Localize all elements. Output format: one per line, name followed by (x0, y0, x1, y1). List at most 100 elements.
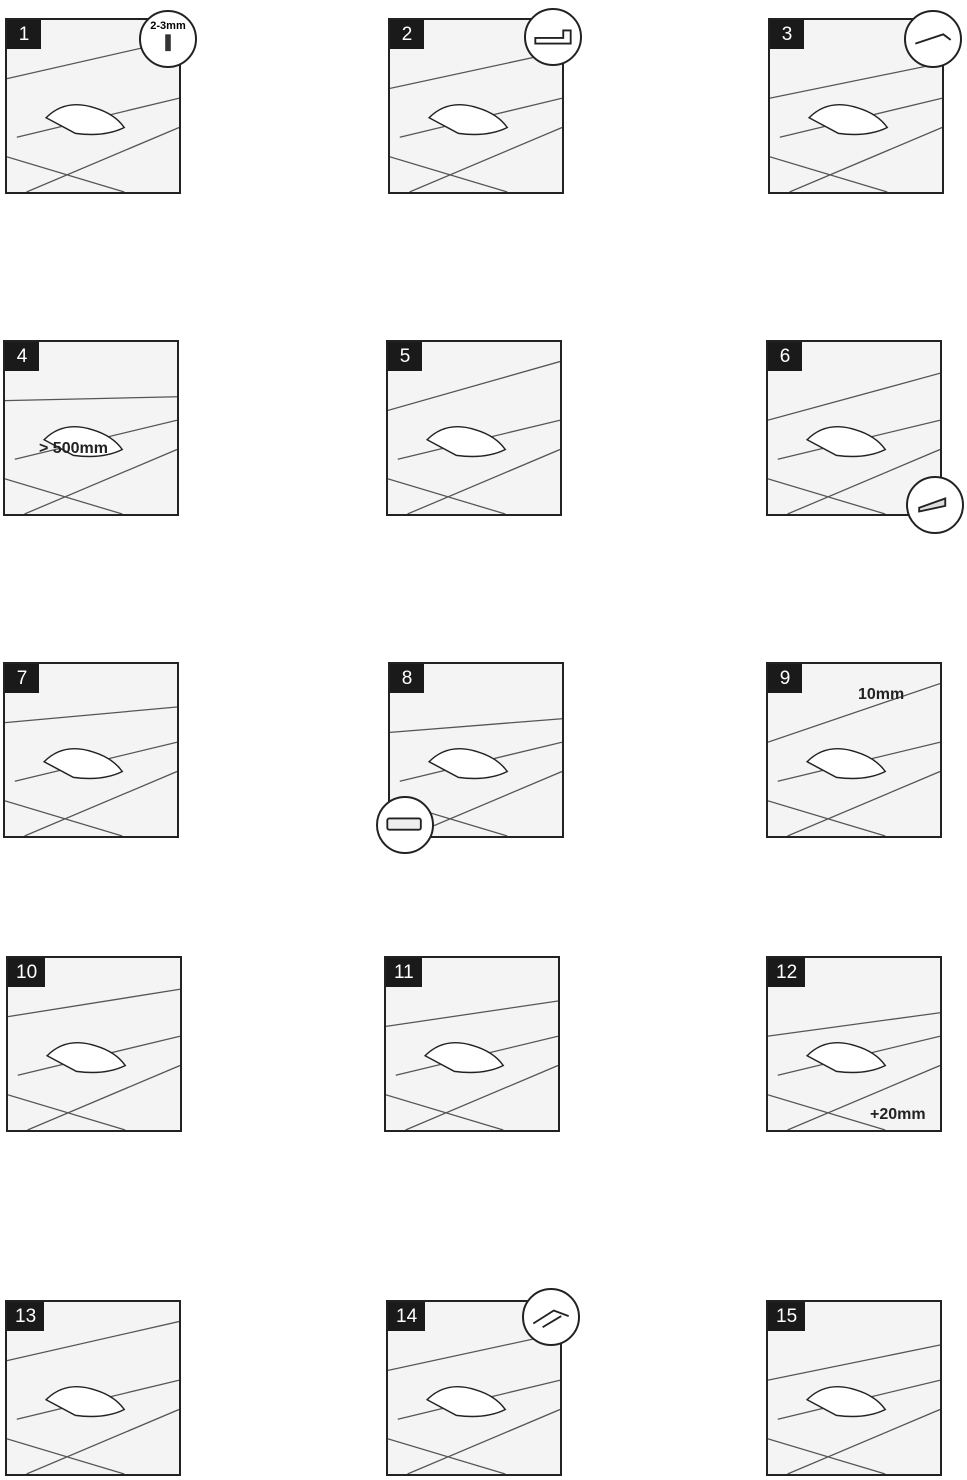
hand-sketch (427, 748, 509, 780)
illustration (770, 62, 942, 192)
plank-joint-callout (522, 1288, 580, 1346)
sketch-line (407, 1408, 560, 1474)
step-panel-4: 4 > 500mm (3, 340, 179, 516)
illustration (5, 706, 177, 836)
sketch-line (7, 156, 125, 192)
hand-sketch (805, 748, 887, 780)
illustration (768, 682, 940, 836)
step-number: 12 (768, 958, 806, 987)
hand-sketch (805, 1386, 887, 1418)
step-panel-1: 1 2-3mm (5, 10, 197, 194)
sketch-line (388, 360, 560, 412)
sketch-line (5, 800, 123, 836)
illustration (7, 38, 179, 192)
hand-sketch (423, 1042, 505, 1074)
sketch-line (770, 62, 942, 99)
underlay-thickness-label: 2-3mm (150, 20, 186, 32)
sketch-line (5, 396, 177, 402)
illustration (388, 360, 560, 514)
illustration (768, 1344, 940, 1474)
illustration (388, 1332, 560, 1474)
sketch-line (409, 126, 562, 192)
step-number: 15 (768, 1302, 806, 1331)
underlay-thickness-callout: 2-3mm (139, 10, 197, 68)
sketch-line (407, 448, 560, 514)
step-panel-13: 13 (5, 1300, 181, 1476)
sketch-line (27, 1064, 180, 1130)
sketch-line (787, 1064, 940, 1130)
step-number: 6 (768, 342, 802, 371)
sketch-line (768, 1094, 886, 1130)
sketch-line (7, 1320, 179, 1362)
sketch-line (768, 1012, 940, 1037)
sketch-line (26, 126, 179, 192)
step-panel-8: 8 (376, 662, 564, 854)
hand-sketch (42, 748, 124, 780)
illustration (5, 396, 177, 514)
sketch-line (405, 1064, 558, 1130)
sketch-line (7, 1438, 125, 1474)
sketch-line (388, 1332, 560, 1372)
plank-profile-callout (524, 8, 582, 66)
step-panel-3: 3 (768, 10, 962, 194)
illustration (768, 372, 940, 514)
expansion-gap-label: 10mm (858, 686, 905, 703)
illustration (7, 1320, 179, 1474)
sketch-line (768, 478, 886, 514)
step-number: 14 (388, 1302, 426, 1331)
illustration (8, 988, 180, 1130)
sketch-line (386, 1094, 504, 1130)
pipe-hole-label: +20mm (870, 1106, 926, 1123)
step-number: 7 (5, 664, 39, 693)
step-number: 8 (390, 664, 424, 693)
stagger-distance-label: > 500mm (39, 440, 108, 457)
step-number: 1 (7, 20, 41, 49)
step-panel-11: 11 (384, 956, 560, 1132)
step-panel-6: 6 (766, 340, 964, 534)
sketch-line (787, 770, 940, 836)
sketch-line (8, 1094, 126, 1130)
step-number: 3 (770, 20, 804, 49)
tapping-block-callout (376, 796, 434, 854)
sketch-line (388, 1438, 506, 1474)
sketch-line (409, 770, 562, 836)
sketch-line (789, 126, 942, 192)
step-panel-7: 7 (3, 662, 179, 838)
illustration (386, 1000, 558, 1130)
sketch-line (768, 682, 940, 743)
step-panel-12: 12 +20mm (766, 956, 942, 1132)
sketch-line (390, 156, 508, 192)
illustration (768, 1012, 940, 1130)
sketch-line (388, 478, 506, 514)
hand-sketch (44, 104, 126, 136)
step-panel-5: 5 (386, 340, 562, 516)
step-number: 2 (390, 20, 424, 49)
sketch-line (5, 706, 177, 724)
sketch-line (770, 156, 888, 192)
sketch-line (768, 1438, 886, 1474)
step-number: 9 (768, 664, 802, 693)
hand-sketch (45, 1042, 127, 1074)
sketch-line (768, 372, 940, 421)
sketch-line (768, 800, 886, 836)
hand-sketch (805, 426, 887, 458)
hand-sketch (427, 104, 509, 136)
hand-sketch (425, 426, 507, 458)
illustration (390, 718, 562, 836)
hand-sketch (807, 104, 889, 136)
step-panel-9: 9 10mm (766, 662, 942, 838)
step-number: 5 (388, 342, 422, 371)
sketch-line (768, 1344, 940, 1381)
hand-sketch (44, 1386, 126, 1418)
illustration (390, 50, 562, 192)
hand-sketch (805, 1042, 887, 1074)
sketch-line (24, 770, 177, 836)
sketch-line (5, 478, 123, 514)
step-panel-14: 14 (386, 1288, 580, 1476)
step-number: 10 (8, 958, 46, 987)
step-panel-2: 2 (388, 8, 582, 194)
hand-sketch (425, 1386, 507, 1418)
sketch-line (390, 718, 562, 734)
step-panel-10: 10 (6, 956, 182, 1132)
spacer-callout (906, 476, 964, 534)
